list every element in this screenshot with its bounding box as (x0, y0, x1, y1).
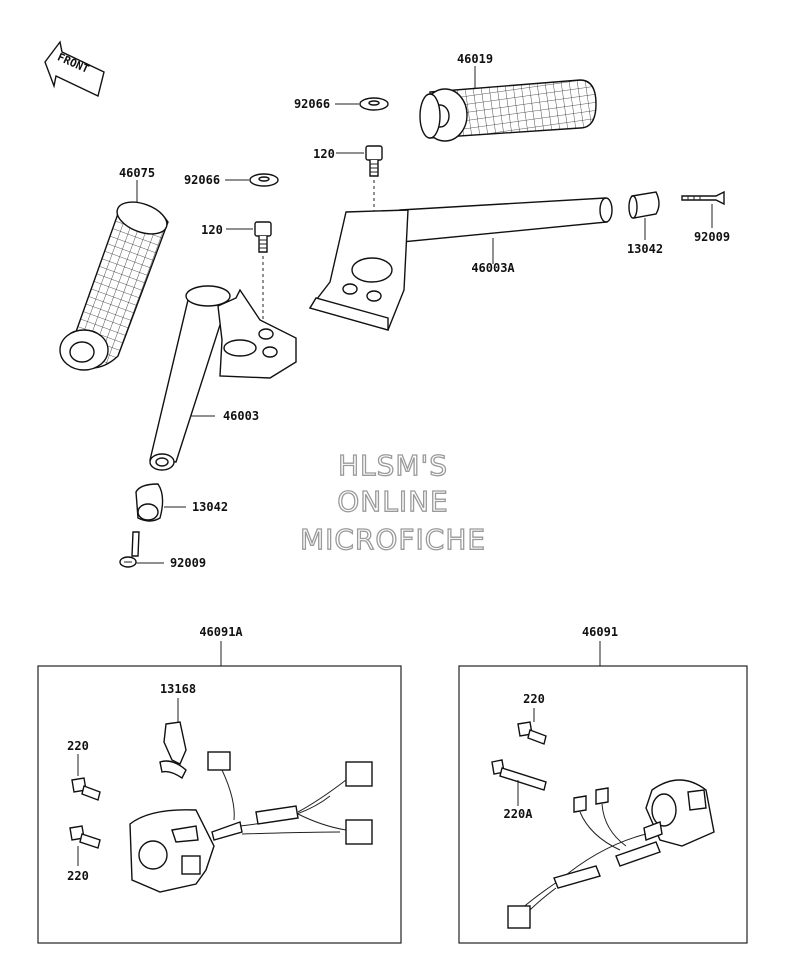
switch-assembly-box-left (37, 665, 402, 944)
label-46075: 46075 (119, 166, 155, 180)
right-switch-wiring (507, 787, 661, 929)
label-46003A: 46003A (471, 261, 515, 275)
label-92009-right: 92009 (694, 230, 730, 244)
label-46091: 46091 (582, 625, 618, 639)
label-92066-upper: 92066 (294, 97, 330, 111)
label-13042-left: 13042 (192, 500, 228, 514)
lever-13168 (159, 721, 187, 780)
right-handlebar-46003A (308, 197, 613, 331)
bolt-120-lower (254, 221, 272, 253)
left-grip-46075 (59, 201, 169, 371)
label-92066-lower: 92066 (184, 173, 220, 187)
screw-92009-right (681, 190, 725, 206)
washer-92066-upper (359, 97, 389, 111)
label-13168: 13168 (160, 682, 196, 696)
screw-220-box2 (517, 721, 547, 745)
screw-220-box1-upper (71, 777, 101, 801)
screw-220-box1-lower (69, 825, 101, 849)
label-46091A: 46091A (199, 625, 243, 639)
screw-220A (491, 759, 547, 791)
bar-end-13042-right (628, 191, 660, 219)
label-220-box1-lower: 220 (67, 869, 89, 883)
watermark-line1: HLSM'S (338, 449, 448, 482)
left-switch-housing (129, 809, 215, 893)
washer-92066-lower (249, 173, 279, 187)
left-switch-wiring (207, 751, 373, 845)
label-220A: 220A (504, 807, 534, 821)
right-grip-46019 (419, 79, 597, 142)
watermark-line3: MICROFICHE (300, 523, 486, 556)
label-220-box2: 220 (523, 692, 545, 706)
label-92009-left: 92009 (170, 556, 206, 570)
switch-assembly-box-right (458, 665, 748, 944)
bar-end-13042-left (135, 483, 164, 522)
label-13042-right: 13042 (627, 242, 663, 256)
label-46003: 46003 (223, 409, 259, 423)
left-handlebar-46003 (149, 285, 297, 471)
label-220-box1-upper: 220 (67, 739, 89, 753)
bolt-120-upper (365, 145, 383, 177)
screw-92009-left (119, 531, 140, 568)
front-arrow-icon: FRONT (44, 40, 105, 97)
right-switch-housing (643, 779, 715, 847)
label-46019: 46019 (457, 52, 493, 66)
label-120-upper: 120 (313, 147, 335, 161)
watermark-line2: ONLINE (337, 485, 448, 518)
label-120-lower: 120 (201, 223, 223, 237)
